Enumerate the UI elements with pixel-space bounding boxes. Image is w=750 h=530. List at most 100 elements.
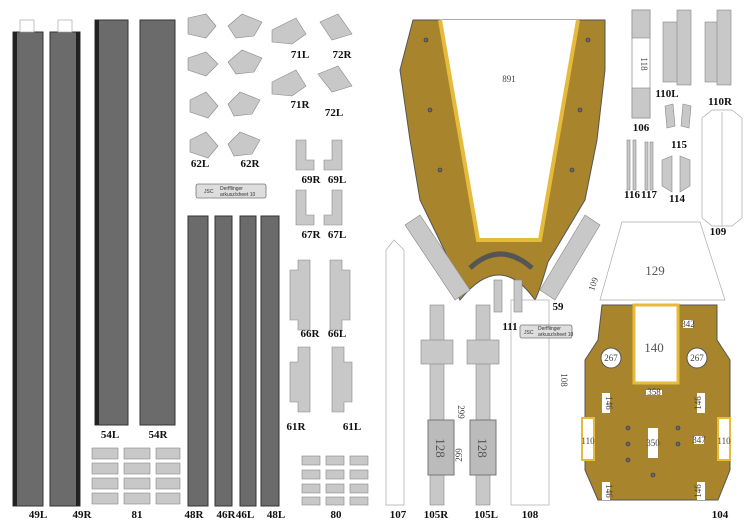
part-117 — [644, 141, 654, 191]
part-46L — [239, 215, 257, 507]
svg-text:JSC: JSC — [204, 189, 214, 195]
label-116: 116 — [624, 189, 640, 201]
svg-text:128: 128 — [433, 438, 448, 458]
label-71L: 71L — [291, 49, 309, 61]
label-69L: 69L — [328, 174, 346, 186]
part-110L — [662, 9, 692, 86]
label-48L: 48L — [267, 509, 285, 521]
label-49R: 49R — [73, 509, 93, 521]
svg-text:342: 342 — [681, 319, 695, 329]
label-105L: 105L — [474, 509, 498, 521]
part-105L: 128 299 — [454, 304, 500, 506]
svg-text:350: 350 — [646, 438, 660, 448]
label-72R: 72R — [333, 49, 353, 61]
part-115-left — [664, 103, 676, 129]
label-66R: 66R — [301, 328, 321, 340]
label-66L: 66L — [328, 328, 346, 340]
label-111: 111 — [502, 321, 517, 333]
part-105R: 128 299 — [420, 304, 466, 506]
label-54R: 54R — [149, 429, 169, 441]
publisher-logo: JSC Derfflinger arkusz/sheet 10 — [195, 183, 267, 199]
part-48R — [187, 215, 209, 507]
label-62L: 62L — [191, 158, 209, 170]
label-105R: 105R — [424, 509, 450, 521]
part-109-mark: 109 — [586, 275, 600, 292]
svg-text:arkusz/sheet 10: arkusz/sheet 10 — [220, 192, 256, 198]
svg-text:299: 299 — [456, 405, 466, 419]
svg-text:347: 347 — [692, 435, 706, 445]
label-115: 115 — [671, 139, 687, 151]
part-62-group — [187, 13, 263, 159]
svg-text:146: 146 — [693, 484, 703, 498]
part-46R — [214, 215, 233, 507]
svg-text:891: 891 — [502, 74, 516, 84]
part-81-blocks — [91, 447, 181, 505]
label-69R: 69R — [302, 174, 322, 186]
part-108-mark: 108 — [559, 373, 569, 387]
part-107 — [385, 239, 405, 506]
part-114-right — [679, 155, 691, 193]
label-117: 117 — [641, 189, 657, 201]
svg-text:118: 118 — [639, 57, 649, 71]
label-107: 107 — [390, 509, 407, 521]
label-109: 109 — [710, 226, 727, 238]
part-116 — [626, 139, 637, 191]
label-110L: 110L — [655, 88, 678, 100]
part-114-left — [661, 155, 673, 193]
label-108: 108 — [522, 509, 539, 521]
part-59-deck: 891 — [399, 19, 606, 301]
label-61R: 61R — [287, 421, 307, 433]
label-59: 59 — [553, 301, 565, 313]
label-46R: 46R — [217, 509, 237, 521]
part-71-72-group — [271, 13, 353, 97]
label-72L: 72L — [325, 107, 343, 119]
part-54R — [139, 19, 176, 426]
label-81: 81 — [132, 509, 143, 521]
svg-text:Derfflinger: Derfflinger — [220, 186, 243, 192]
label-67L: 67L — [328, 229, 346, 241]
label-106: 106 — [633, 122, 650, 134]
label-49L: 49L — [29, 509, 47, 521]
part-106: 118 — [631, 9, 651, 119]
svg-text:110: 110 — [581, 436, 595, 446]
part-115-right — [680, 103, 692, 129]
label-114: 114 — [669, 193, 685, 205]
svg-text:358: 358 — [647, 387, 661, 397]
label-71R: 71R — [291, 99, 311, 111]
svg-text:146: 146 — [693, 396, 703, 410]
svg-text:299: 299 — [454, 448, 464, 462]
svg-text:267: 267 — [690, 353, 704, 363]
part-80-blocks — [301, 455, 369, 506]
svg-text:JSC: JSC — [524, 330, 534, 336]
svg-text:128: 128 — [475, 438, 490, 458]
svg-text:110: 110 — [717, 436, 731, 446]
svg-text:129: 129 — [645, 263, 665, 278]
svg-text:267: 267 — [604, 353, 618, 363]
label-104: 104 — [712, 509, 729, 521]
part-110R — [704, 9, 732, 86]
svg-text:arkusz/sheet 10: arkusz/sheet 10 — [538, 332, 574, 338]
label-54L: 54L — [101, 429, 119, 441]
part-109 — [701, 109, 743, 227]
part-columns — [289, 139, 353, 413]
label-62R: 62R — [241, 158, 261, 170]
part-104-deck: 140 267 267 146 146 110 110 350 347 342 … — [581, 303, 731, 501]
publisher-logo-2: JSC Derfflinger arkusz/sheet 10 — [519, 324, 574, 339]
part-54L — [94, 19, 129, 426]
svg-text:146: 146 — [604, 396, 614, 410]
part-49L — [12, 19, 44, 507]
part-49R — [49, 19, 81, 507]
label-61L: 61L — [343, 421, 361, 433]
label-67R: 67R — [302, 229, 322, 241]
part-48L — [260, 215, 280, 507]
svg-text:140: 140 — [644, 340, 664, 355]
label-110R: 110R — [708, 96, 733, 108]
label-48R: 48R — [185, 509, 205, 521]
svg-text:Derfflinger: Derfflinger — [538, 326, 561, 332]
label-46L: 46L — [236, 509, 254, 521]
part-111 — [493, 279, 523, 313]
label-80: 80 — [331, 509, 343, 521]
part-129: 129 — [599, 221, 726, 301]
